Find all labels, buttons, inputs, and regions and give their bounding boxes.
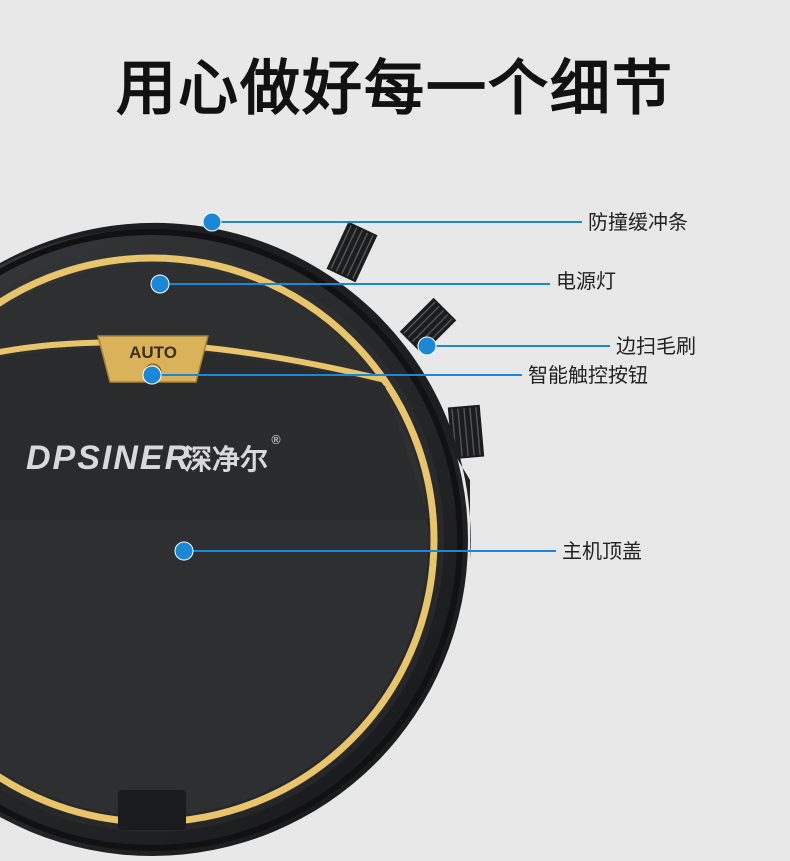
page-title: 用心做好每一个细节	[116, 54, 674, 124]
callout-dot-top-cover	[174, 541, 194, 561]
callout-dot-power-light	[150, 274, 170, 294]
callout-dot-bumper	[202, 212, 222, 232]
auto-label: AUTO	[129, 343, 177, 362]
callout-dot-touch-button	[142, 365, 162, 385]
callout-label-side-brush: 边扫毛刷	[616, 334, 696, 358]
callout-lines	[152, 221, 610, 552]
bottom-tab	[118, 790, 186, 830]
callout-dot-side-brush	[417, 336, 437, 356]
callout-label-touch-button: 智能触控按钮	[528, 363, 648, 387]
brand-latin: DPSINER	[26, 439, 191, 477]
callout-label-power-light: 电源灯	[556, 269, 616, 293]
auto-panel	[97, 335, 209, 383]
registered-mark: ®	[270, 433, 282, 447]
callout-dots	[142, 212, 437, 561]
callout-label-bumper: 防撞缓冲条	[588, 210, 688, 234]
callout-label-top-cover: 主机顶盖	[562, 539, 642, 563]
brand-chinese: 深净尔	[184, 443, 268, 476]
